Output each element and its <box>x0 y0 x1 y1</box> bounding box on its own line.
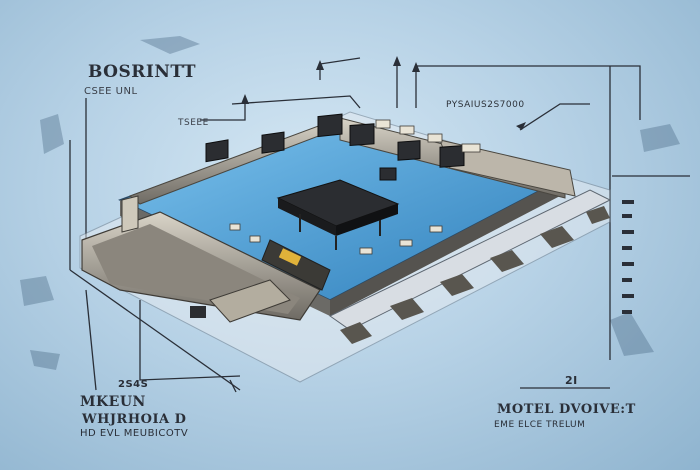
bottom-right-label-2: EME ELCE TRELUM <box>494 420 586 430</box>
small-note-label: TSEEE <box>178 118 209 128</box>
components <box>229 119 481 255</box>
code-label: PYSAIUS2S7000 <box>446 100 525 110</box>
connector-strip <box>329 189 612 344</box>
bottom-right-label-0: 2I <box>565 374 578 387</box>
small-chips <box>205 113 465 181</box>
scale-ticks <box>622 200 634 314</box>
bottom-left-label-3: WHJRHOIA D <box>82 412 187 427</box>
bottom-left-label-1: 2S4S <box>118 379 149 390</box>
subtitle-label: CSEE UNL <box>84 86 138 97</box>
cpu-chip <box>276 179 400 250</box>
bottom-left-label-4: HD EVL MEUBICOTV <box>80 428 189 439</box>
arrow-heads <box>241 56 526 130</box>
smudge-decoration <box>20 36 680 370</box>
io-rail <box>81 195 331 323</box>
bottom-left-label-2: MKEUN <box>80 394 146 410</box>
bottom-right-label-1: MOTEL DVOIVE:T <box>497 402 636 417</box>
title-label: BOSRINTT <box>88 62 197 82</box>
